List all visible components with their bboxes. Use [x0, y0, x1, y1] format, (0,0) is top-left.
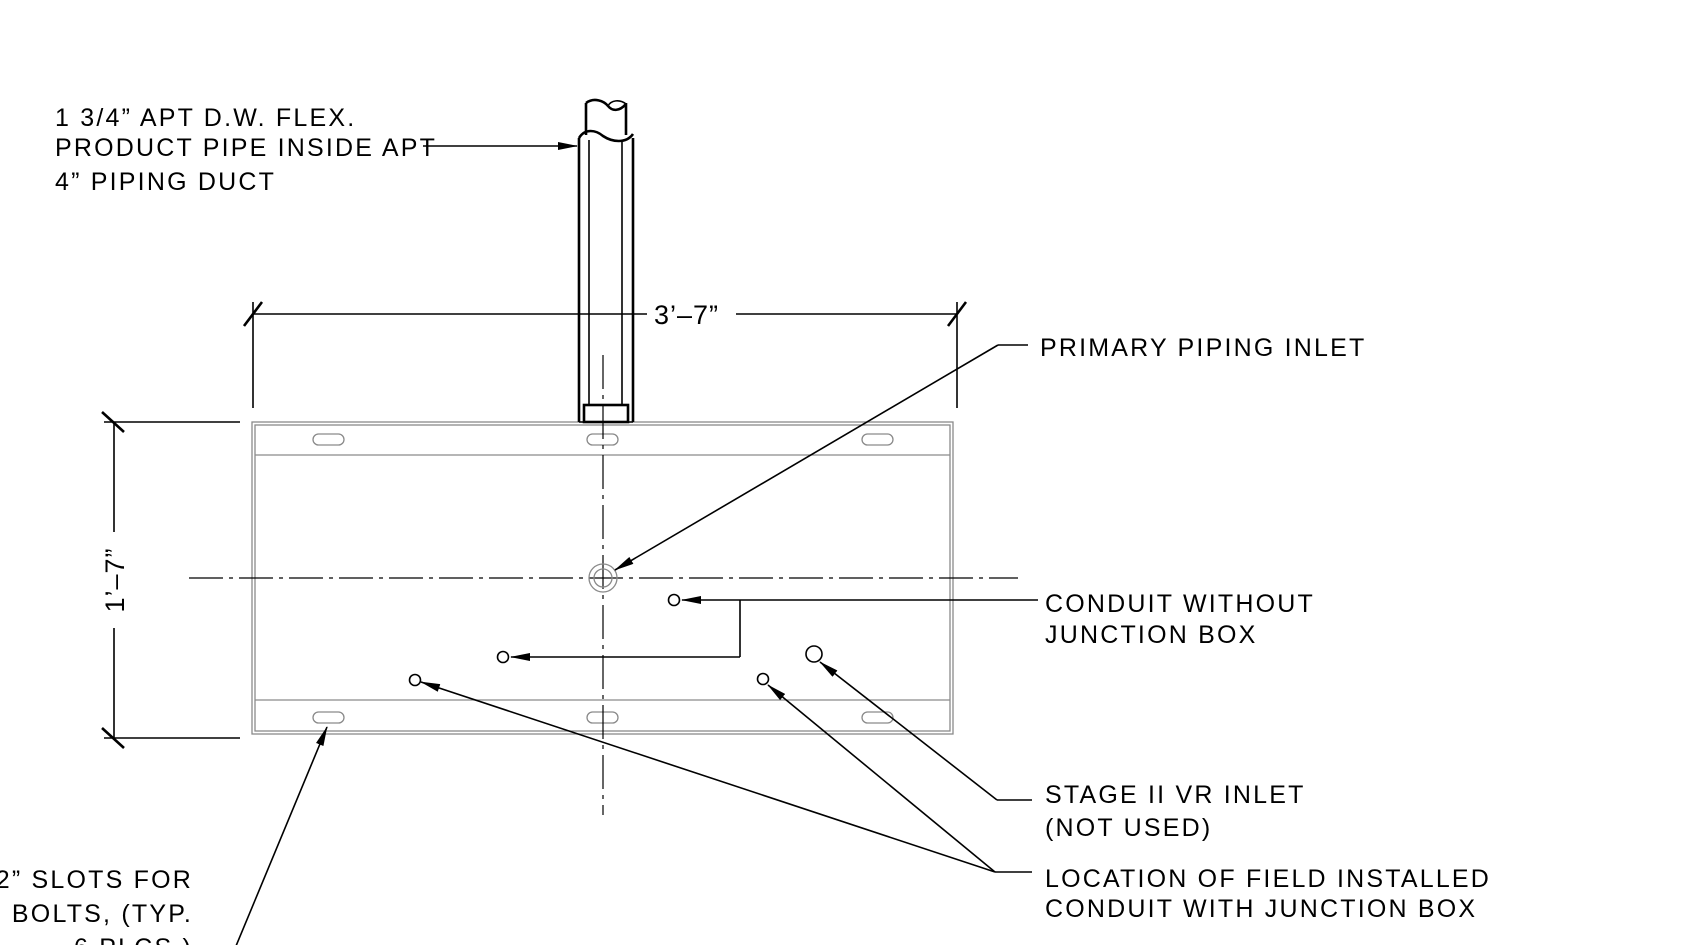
product-pipe	[577, 98, 635, 424]
primary-inlet-circle	[588, 563, 618, 593]
slots-line-1: 2” SLOTS FOR	[0, 866, 193, 894]
pipe-label: 1 3/4” APT D.W. FLEX. PRODUCT PIPE INSID…	[55, 104, 437, 196]
height-dimension-text: 1’–7”	[100, 547, 130, 612]
slots-line-2: BOLTS, (TYP.	[12, 900, 193, 928]
leader-slots	[235, 726, 328, 945]
conduit-holes	[408, 593, 823, 687]
height-dimension	[101, 411, 240, 749]
field-conduit-line-1: LOCATION OF FIELD INSTALLED	[1045, 865, 1491, 893]
stage2-label: STAGE II VR INLET (NOT USED)	[1045, 781, 1306, 842]
primary-inlet-label: PRIMARY PIPING INLET	[1040, 334, 1366, 362]
conduit-without-label: CONDUIT WITHOUT JUNCTION BOX	[1045, 590, 1315, 649]
field-conduit-label: LOCATION OF FIELD INSTALLED CONDUIT WITH…	[1045, 865, 1491, 923]
width-dimension-text: 3’–7”	[654, 300, 719, 330]
pipe-label-line-3: 4” PIPING DUCT	[55, 168, 276, 196]
leader-primary-inlet	[614, 344, 1028, 571]
slots-line-3: 6 PLCS.)	[74, 934, 193, 945]
leader-conduit-without	[510, 596, 1038, 661]
leader-field-conduit	[420, 681, 1032, 873]
stage2-line-2: (NOT USED)	[1045, 814, 1212, 842]
pipe-label-line-1: 1 3/4” APT D.W. FLEX.	[55, 104, 356, 132]
center-lines	[189, 355, 1018, 815]
conduit-without-line-2: JUNCTION BOX	[1045, 621, 1258, 649]
pipe-label-line-2: PRODUCT PIPE INSIDE APT	[55, 134, 437, 162]
slots-label: 2” SLOTS FOR BOLTS, (TYP. 6 PLCS.)	[0, 866, 193, 945]
stage2-line-1: STAGE II VR INLET	[1045, 781, 1306, 809]
field-conduit-line-2: CONDUIT WITH JUNCTION BOX	[1045, 895, 1477, 923]
conduit-without-line-1: CONDUIT WITHOUT	[1045, 590, 1315, 618]
width-dimension	[242, 301, 968, 408]
leader-stage2	[819, 661, 1032, 801]
